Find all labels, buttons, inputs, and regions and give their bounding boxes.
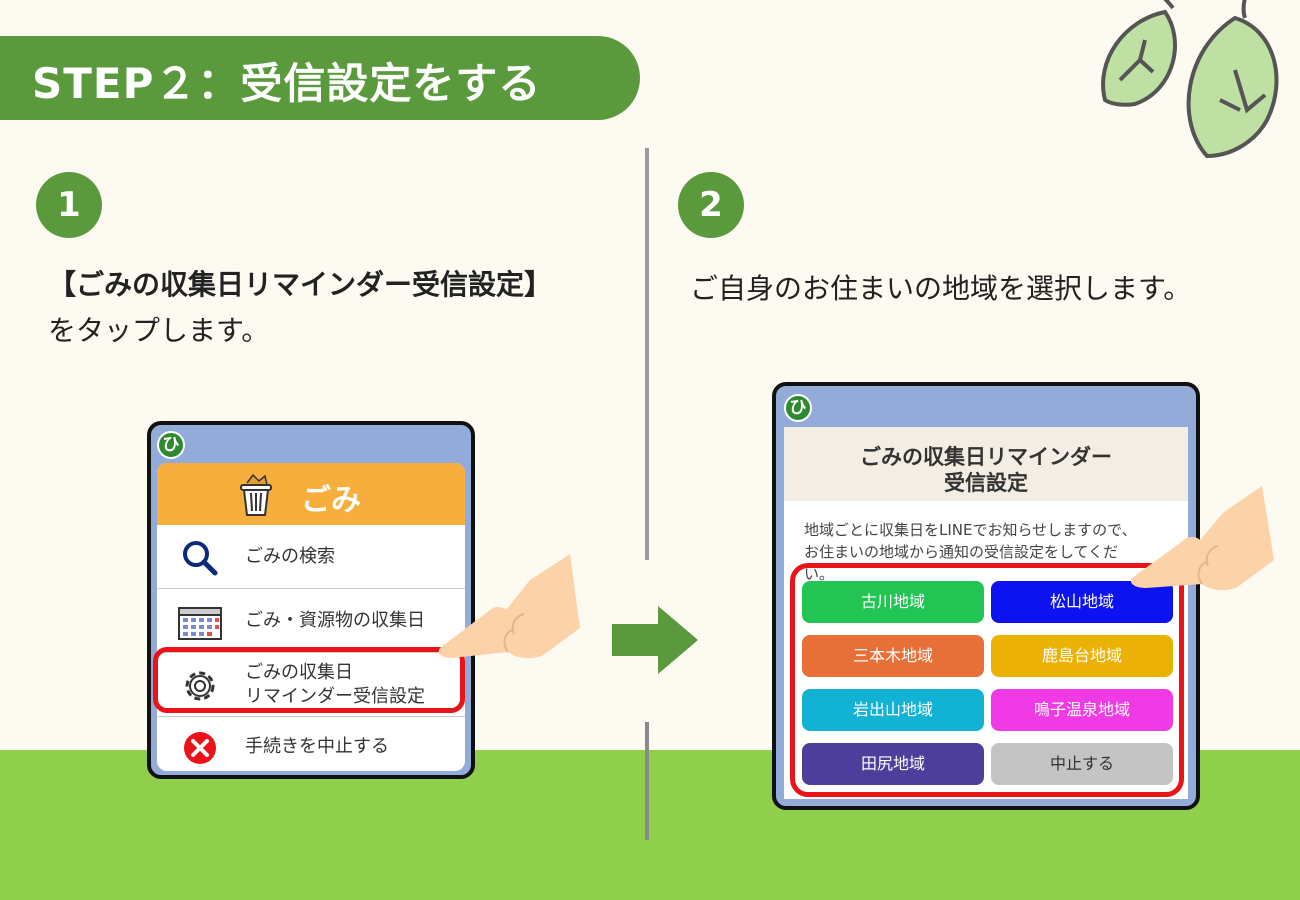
area-button-matsuyama[interactable]: 松山地域	[991, 581, 1173, 623]
menu-header: ごみ	[157, 463, 465, 525]
title-line: ごみの収集日リマインダー	[860, 445, 1112, 469]
banner-title: STEP２：受信設定をする	[32, 59, 542, 108]
menu-item-collection-day[interactable]: ごみ・資源物の収集日	[157, 589, 465, 653]
cancel-button[interactable]: 中止する	[991, 743, 1173, 785]
area-button-iwadeyama[interactable]: 岩出山地域	[802, 689, 984, 731]
menu-item-label: 手続きを中止する	[245, 736, 389, 757]
divider	[645, 148, 649, 560]
area-button-furukawa[interactable]: 古川地域	[802, 581, 984, 623]
menu-item-label: ごみの検索	[245, 546, 335, 567]
menu-card: ごみ ごみの検索 ごみ・資源物の収集日	[157, 463, 465, 771]
menu-item-reminder-settings[interactable]: ごみの収集日 リマインダー受信設定	[157, 653, 465, 717]
desc-line: い。	[804, 565, 835, 583]
menu-item-cancel[interactable]: 手続きを中止する	[157, 717, 465, 771]
area-button-sanbongi[interactable]: 三本木地域	[802, 635, 984, 677]
title-line: 受信設定	[944, 471, 1028, 495]
divider	[645, 722, 649, 840]
step-2-badge: 2	[678, 172, 744, 238]
red-x-icon	[184, 732, 216, 764]
step-2-instruction: ご自身のお住まいの地域を選択します。	[690, 272, 1192, 305]
step-1-badge: 1	[36, 172, 102, 238]
step-banner: STEP２：受信設定をする	[0, 36, 640, 120]
pointing-hand-icon	[438, 554, 580, 659]
desc-line: 地域ごとに収集日をLINEでお知らせしますので、	[804, 521, 1137, 539]
app-logo-icon: ひ	[157, 431, 185, 459]
step-1-instruction: 【ごみの収集日リマインダー受信設定】 をタップします。	[48, 262, 552, 354]
highlight-frame	[790, 563, 1184, 797]
area-select-title: ごみの収集日リマインダー 受信設定	[784, 427, 1188, 501]
menu-header-title: ごみ	[301, 483, 361, 518]
area-button-tajiri[interactable]: 田尻地域	[802, 743, 984, 785]
app-logo-icon: ひ	[784, 394, 812, 422]
menu-item-search[interactable]: ごみの検索	[157, 525, 465, 589]
arrow-right-icon	[612, 606, 698, 674]
desc-line: お住まいの地域から通知の受信設定をしてくだ	[804, 543, 1119, 561]
step-1-instruction-bold: 【ごみの収集日リマインダー受信設定】	[48, 268, 553, 301]
area-select-card: ごみの収集日リマインダー 受信設定 地域ごとに収集日をLINEでお知らせしますの…	[784, 427, 1188, 799]
leaves-icon	[1101, 0, 1279, 159]
calendar-icon	[178, 607, 222, 640]
magnifier-icon	[183, 541, 218, 576]
trash-can-icon	[240, 473, 272, 516]
area-button-kashimadai[interactable]: 鹿島台地域	[991, 635, 1173, 677]
menu-item-label: ごみの収集日 リマインダー受信設定	[245, 661, 425, 709]
area-button-narukoonsen[interactable]: 鳴子温泉地域	[991, 689, 1173, 731]
menu-item-label: ごみ・資源物の収集日	[245, 610, 425, 631]
phone-screen-menu: ひ ごみ ごみの検索	[147, 421, 475, 779]
pointing-hand-icon	[1130, 486, 1274, 591]
menu-item-label-line: リマインダー受信設定	[245, 686, 425, 707]
area-select-description: 地域ごとに収集日をLINEでお知らせしますので、 お住まいの地域から通知の受信設…	[804, 519, 1184, 585]
highlight-frame	[153, 647, 465, 713]
step-1-instruction-rest: をタップします。	[48, 314, 270, 347]
menu-item-label-line: ごみの収集日	[245, 662, 353, 683]
gear-icon	[185, 671, 215, 701]
